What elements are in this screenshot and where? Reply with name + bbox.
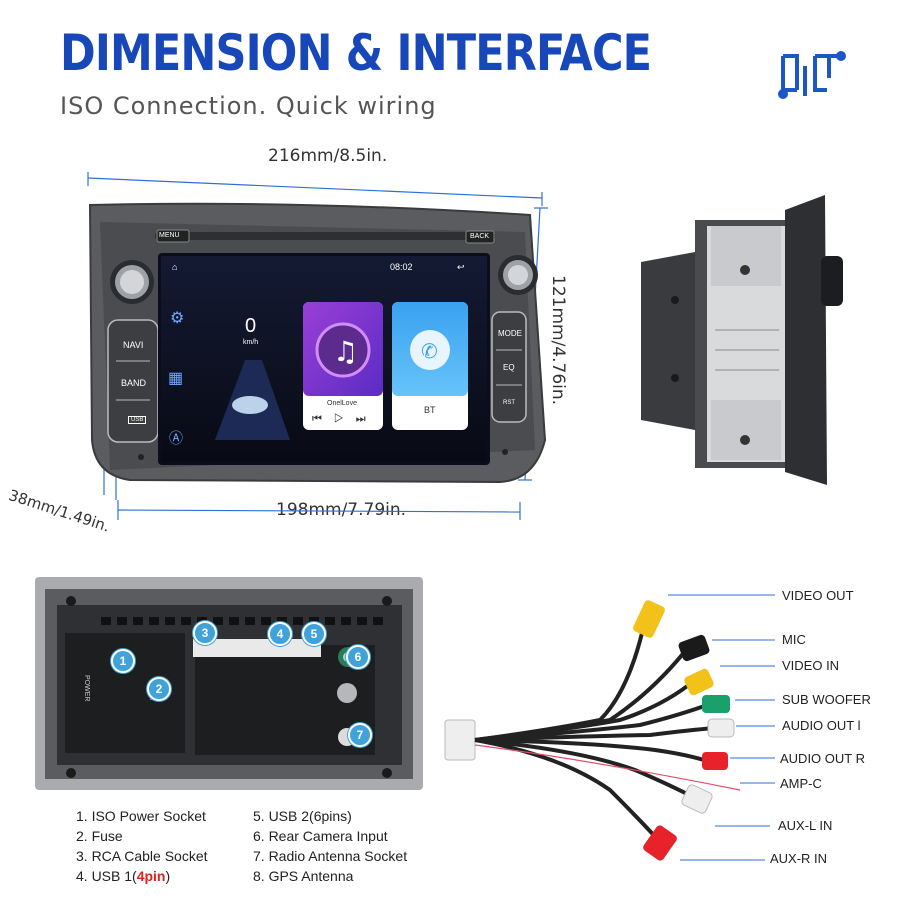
cable-label-video-in: VIDEO IN xyxy=(782,658,840,673)
badge-usb1: 4 xyxy=(268,622,292,646)
eq-button[interactable]: EQ xyxy=(503,363,515,372)
badge-iso-power: 1 xyxy=(111,649,135,673)
power-socket-text: POWER xyxy=(83,675,90,702)
speed-unit: km/h xyxy=(243,339,259,346)
head-unit-front: ♫ ✆ MENU BACK NAVI BAND USB MODE EQ RST … xyxy=(0,0,560,520)
bt-card-label[interactable]: BT xyxy=(424,405,436,415)
head-unit-side-view xyxy=(641,195,843,485)
home-icon[interactable]: ⌂ xyxy=(172,262,178,272)
legend-item-3: 3. RCA Cable Socket xyxy=(76,848,208,864)
back-button[interactable]: BACK xyxy=(470,233,490,240)
badge-radio-antenna: 7 xyxy=(348,723,372,747)
badge-usb2: 5 xyxy=(302,622,326,646)
cable-label-aux-r-in: AUX-R IN xyxy=(770,851,828,866)
cable-label-sub-woofer: SUB WOOFER xyxy=(782,692,871,707)
dimension-width-label: 216mm/8.5in. xyxy=(268,146,388,166)
badge-rca-socket: 3 xyxy=(193,621,217,645)
settings-icon[interactable]: ⚙ xyxy=(170,310,185,327)
cable-label-mic: MIC xyxy=(782,632,806,647)
status-clock: 08:02 xyxy=(390,262,413,272)
cable-label-aux-l-in: AUX-L IN xyxy=(778,818,833,833)
head-unit-front-drawing: ♫ ✆ xyxy=(88,202,547,484)
cable-label-audio-out-r: AUDIO OUT R xyxy=(780,751,865,766)
svg-text:✆: ✆ xyxy=(421,339,438,363)
badge-fuse: 2 xyxy=(147,677,171,701)
menu-button[interactable]: MENU xyxy=(159,232,180,239)
page-title: DIMENSION & INTERFACE xyxy=(60,24,652,82)
legend-item-6: 6. Rear Camera Input xyxy=(253,828,388,844)
mode-button[interactable]: MODE xyxy=(498,329,522,338)
badge-rear-camera: 6 xyxy=(346,645,370,669)
usb-port[interactable]: USB xyxy=(128,416,147,424)
navigation-icon[interactable]: Ⓐ xyxy=(169,430,183,446)
apps-grid-icon[interactable]: ▦ xyxy=(168,370,184,387)
legend-item-2: 2. Fuse xyxy=(76,828,123,844)
music-title: OnelLove xyxy=(327,400,357,407)
navi-button[interactable]: NAVI xyxy=(123,340,144,350)
speed-value: 0 xyxy=(245,315,257,337)
music-controls[interactable]: ⏮▷⏭ xyxy=(312,413,378,425)
cable-label-amp-c: AMP-C xyxy=(780,776,822,791)
rca-cable-harness xyxy=(444,594,775,861)
connection-icon xyxy=(778,51,846,99)
rear-panel-drawing xyxy=(35,577,423,790)
rst-button[interactable]: RST xyxy=(503,400,515,406)
dimension-inner-width-label: 198mm/7.79in. xyxy=(276,500,407,520)
back-arrow-icon[interactable]: ↩ xyxy=(457,262,465,272)
band-button[interactable]: BAND xyxy=(121,378,147,388)
cable-label-video-out: VIDEO OUT xyxy=(782,588,854,603)
page-subtitle: ISO Connection. Quick wiring xyxy=(60,92,437,120)
legend-item-8: 8. GPS Antenna xyxy=(253,868,354,884)
svg-text:♫: ♫ xyxy=(333,335,358,368)
head-unit-rear-panel: POWER 1 2 3 4 5 6 7 xyxy=(35,577,423,790)
legend-item-4: 4. USB 1(4pin) xyxy=(76,868,171,884)
legend-item-7: 7. Radio Antenna Socket xyxy=(253,848,408,864)
cable-label-audio-out-l: AUDIO OUT l xyxy=(782,718,861,733)
legend-item-1: 1. ISO Power Socket xyxy=(76,808,206,824)
legend-item-5: 5. USB 2(6pins) xyxy=(253,808,352,824)
